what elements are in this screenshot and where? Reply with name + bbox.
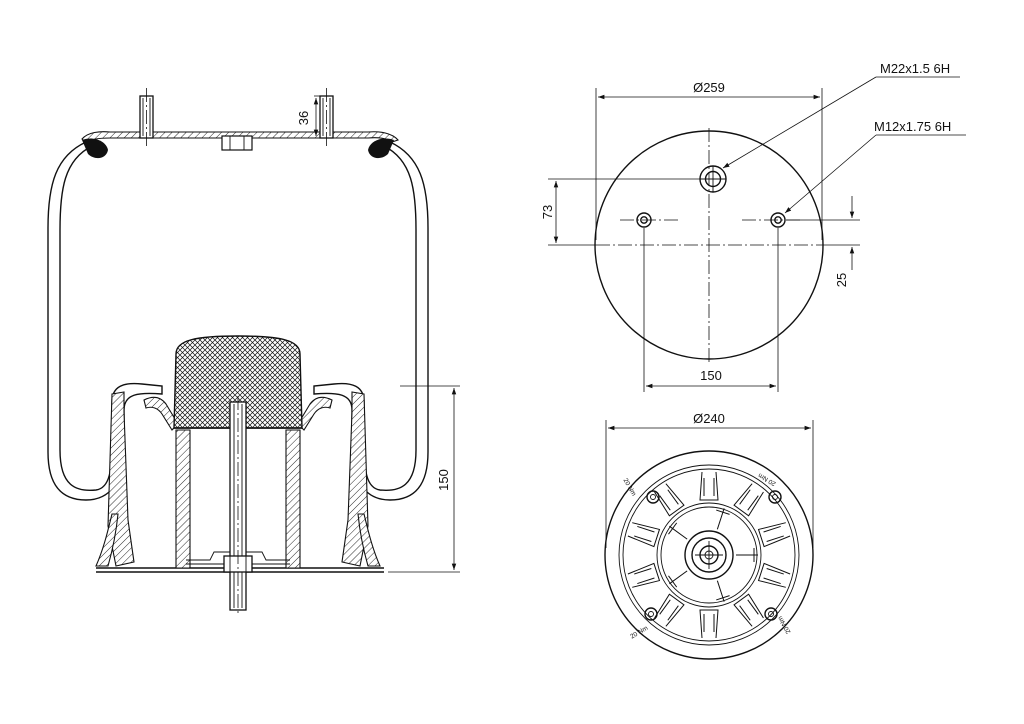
center-thread-hole: [699, 165, 727, 193]
piston-diameter-dimension: Ø240: [605, 411, 814, 548]
bellows: [47, 141, 163, 501]
stud-height-label: 36: [296, 111, 311, 125]
center-thread-callout: M22x1.5 6H: [722, 61, 960, 169]
side-section-view: 36: [47, 88, 460, 616]
stud-height-dimension: 36: [296, 95, 320, 139]
vertical-offset-label: 73: [540, 205, 555, 219]
piston-ribs: [627, 471, 791, 639]
stud-hole-right: [770, 212, 786, 228]
center-thread-label: M22x1.5 6H: [880, 61, 950, 76]
center-hub: [684, 530, 734, 580]
stud-offset-label: 25: [834, 273, 849, 287]
bottom-view: Ø240: [604, 411, 814, 660]
vertical-offset-dimension: 73: [540, 178, 700, 246]
plate-diameter-dimension: Ø259: [595, 80, 823, 240]
piston-base-outline: [604, 450, 814, 660]
mounting-stud-left: [139, 88, 154, 148]
piston-diameter-label: Ø240: [693, 411, 725, 426]
plate-diameter-label: Ø259: [693, 80, 725, 95]
central-bolt: [223, 396, 253, 616]
upper-plate: [81, 131, 399, 151]
piston-height-label: 150: [436, 469, 451, 491]
upper-bead-left: [82, 138, 108, 159]
upper-bead-right: [368, 138, 394, 159]
mounting-bosses: [644, 490, 782, 621]
stud-offset-dimension: 25: [786, 196, 860, 287]
mounting-stud-right: [319, 88, 334, 148]
top-view: Ø259 M22x1.5 6H M12x1.75 6H 73 25: [540, 61, 966, 392]
stud-hole-left: [636, 212, 652, 228]
piston-height-dimension: 150: [388, 385, 460, 573]
bump-stop: [173, 335, 303, 429]
stud-spacing-label: 150: [700, 368, 722, 383]
side-thread-label: M12x1.75 6H: [874, 119, 951, 134]
side-thread-callout: M12x1.75 6H: [784, 119, 966, 214]
stud-spacing-dimension: 150: [643, 228, 779, 392]
